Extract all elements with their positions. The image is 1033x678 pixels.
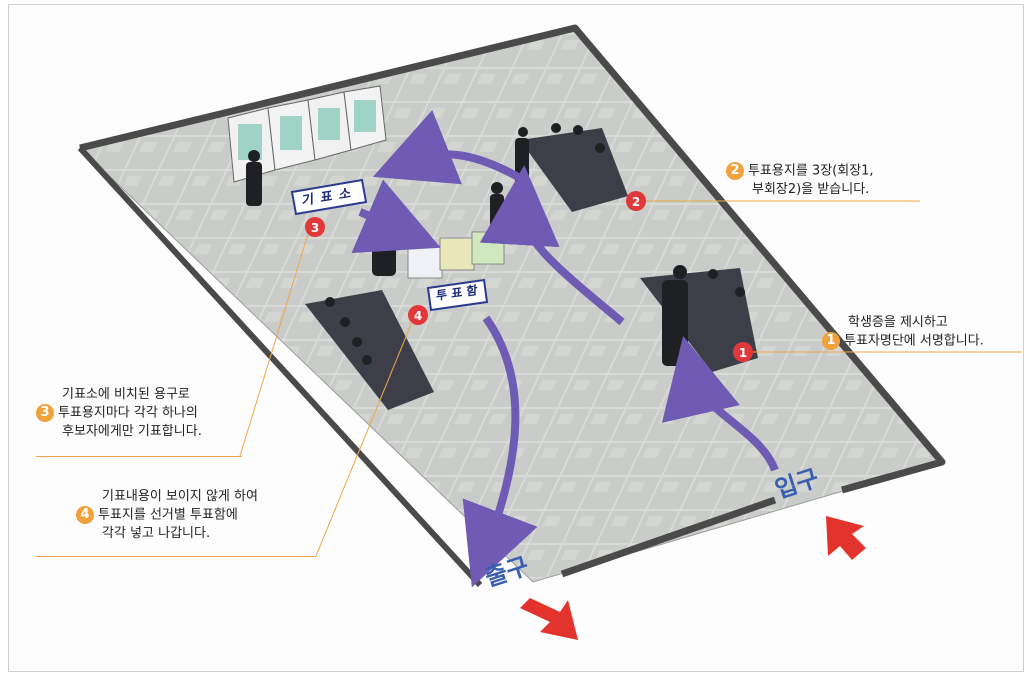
ballot-box-sign xyxy=(426,278,489,312)
flow-arrow-to-issue xyxy=(479,165,625,326)
entrance-arrow xyxy=(826,516,866,560)
svg-text:4: 4 xyxy=(414,309,422,323)
step-3-line-3: 후보자에게만 기표합니다. xyxy=(62,423,202,439)
step-2-line-2: 부회장2)을 받습니다. xyxy=(752,181,870,197)
step-3-line-1: 기표소에 비치된 용구로 xyxy=(62,387,190,402)
flow-arrow-to-box xyxy=(351,179,441,254)
wall xyxy=(79,24,946,494)
exit-arrow xyxy=(520,598,578,640)
svg-text:1: 1 xyxy=(739,346,747,360)
step-2-badge: 2 xyxy=(726,162,744,180)
step-2-line-1: 투표용지를 3장(회장1, xyxy=(748,163,874,179)
step-3-underline xyxy=(36,456,242,457)
marker-2: 2 xyxy=(626,191,646,211)
wall xyxy=(77,145,483,588)
callout-line-4 xyxy=(315,321,413,557)
flow-arrow-entrance xyxy=(661,336,779,472)
step-1-line-1: 학생증을 제시하고 xyxy=(848,315,948,330)
step-4-badge: 4 xyxy=(76,506,94,524)
table-observers xyxy=(305,290,434,410)
step-4-line-2: 투표지를 선거별 투표함에 xyxy=(98,507,238,523)
step-1-badge: 1 xyxy=(822,332,840,350)
marker-4: 4 xyxy=(408,305,428,325)
step-4-line-3: 각각 넣고 나갑니다. xyxy=(102,525,211,541)
step-4-underline xyxy=(36,556,316,557)
ballot-boxes xyxy=(407,231,505,279)
svg-text:2: 2 xyxy=(632,195,640,209)
step-3-line-2: 투표용지마다 각각 하나의 xyxy=(58,405,198,421)
step-1-line-2: 투표자명단에 서명합니다. xyxy=(844,333,984,349)
callout-line-3 xyxy=(239,233,309,457)
flow-arrow-to-booth xyxy=(372,110,522,185)
marker-3: 3 xyxy=(305,217,325,237)
flow-arrow-to-exit xyxy=(462,315,538,588)
step-3-badge: 3 xyxy=(36,404,54,422)
step-4-line-1: 기표내용이 보이지 않게 하여 xyxy=(102,489,258,504)
marker-1: 1 xyxy=(733,342,753,362)
svg-text:3: 3 xyxy=(311,221,319,235)
wall xyxy=(560,496,777,578)
